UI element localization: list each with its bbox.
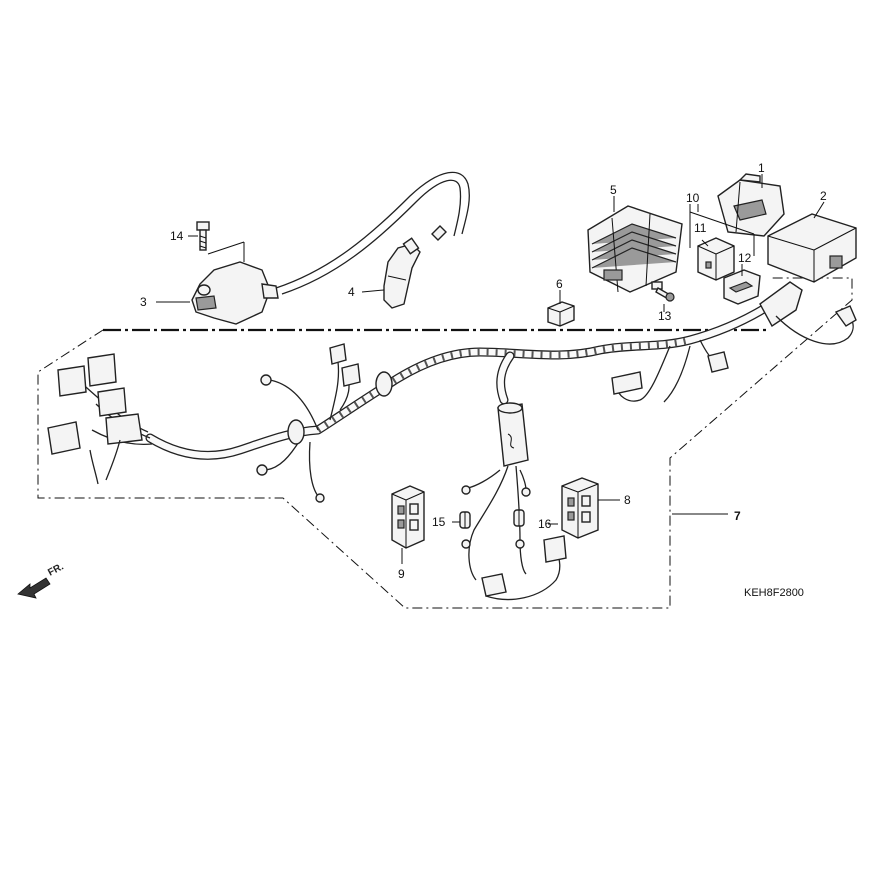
callout-11: 11: [694, 221, 707, 235]
fuse-part-15: [459, 511, 471, 529]
fuse-part-16: [513, 509, 525, 527]
spark-plug-cap-part-4: [383, 225, 447, 309]
callout-15: 15: [432, 515, 446, 529]
unit-part-2: [767, 213, 857, 283]
callout-9: 9: [398, 567, 405, 581]
callout-8: 8: [624, 493, 631, 507]
control-unit-part-1: [717, 173, 785, 237]
ignition-coil-part-3: [191, 261, 279, 325]
callout-4: 4: [348, 285, 355, 299]
callout-5: 5: [610, 183, 617, 197]
regulator-rectifier-part-5: [587, 205, 683, 293]
relay-part-11: [697, 237, 735, 281]
fuse-holder-assembly: [461, 402, 567, 601]
callout-3: 3: [140, 295, 147, 309]
front-direction-arrow-icon: [17, 577, 51, 599]
front-marker-label: FR.: [46, 561, 66, 578]
clip-part-12: [723, 269, 761, 305]
diagram-code: KEH8F2800: [744, 587, 804, 599]
callout-2: 2: [820, 189, 827, 203]
callout-14: 14: [170, 229, 184, 243]
main-wire-harness: [47, 281, 857, 503]
callout-1: 1: [758, 161, 765, 175]
callout-12: 12: [738, 251, 752, 265]
harness-group-outline: [37, 277, 853, 609]
callout-6: 6: [556, 277, 563, 291]
fuse-box-part-9: [391, 485, 425, 549]
callout-13: 13: [658, 309, 672, 323]
callout-10: 10: [686, 191, 700, 205]
fuse-box-part-8: [561, 477, 599, 539]
leader-lines: [156, 174, 825, 564]
high-tension-lead: [275, 171, 470, 289]
bolt-part-13: [651, 281, 675, 302]
bolt-part-14: [196, 221, 210, 251]
callout-16: 16: [538, 517, 552, 531]
callout-7: 7: [734, 509, 741, 523]
connector-part-6: [547, 301, 575, 327]
